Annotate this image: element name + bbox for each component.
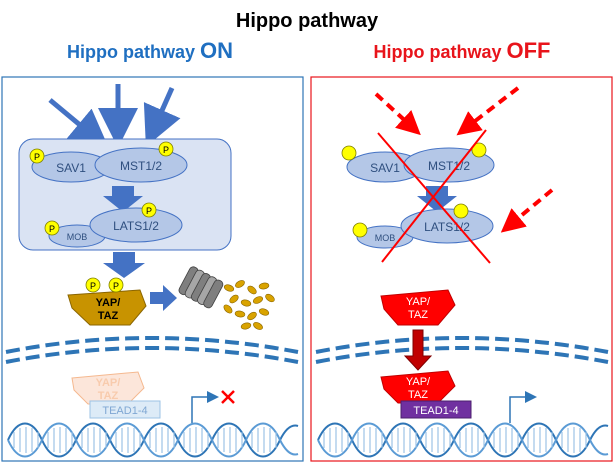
off-panel-border bbox=[310, 76, 613, 462]
off-heading: Hippo pathway OFF bbox=[373, 38, 550, 63]
on-heading-state: ON bbox=[200, 38, 233, 63]
off-lats bbox=[400, 208, 494, 244]
on-tead bbox=[89, 400, 161, 419]
on-mst-label: MST1/2 bbox=[120, 159, 162, 173]
svg-text:P: P bbox=[90, 281, 96, 291]
on-nuc-yap-label-1: YAP/ bbox=[96, 377, 121, 389]
proteasome-icon bbox=[178, 266, 224, 309]
on-sav1-label: SAV1 bbox=[56, 161, 86, 175]
on-phospho-mst: P bbox=[158, 141, 174, 157]
off-unphospho-site-1 bbox=[341, 145, 357, 161]
off-tead-label: TEAD1-4 bbox=[413, 405, 458, 417]
off-nuc-yap-label-2: TAZ bbox=[408, 389, 428, 401]
on-yap-label-2: TAZ bbox=[98, 310, 119, 322]
on-lats-label: LATS1/2 bbox=[113, 219, 159, 233]
diagram-title: Hippo pathway bbox=[236, 10, 379, 32]
on-phospho-yap-2: P bbox=[108, 277, 124, 293]
on-mob-label: MOB bbox=[67, 232, 88, 242]
on-yap-taz-phospho bbox=[67, 289, 147, 326]
off-unphospho-site-4 bbox=[453, 203, 469, 219]
inactivation-cross-icon bbox=[377, 129, 491, 264]
off-dna-helix bbox=[317, 422, 609, 458]
svg-text:P: P bbox=[113, 281, 119, 291]
degraded-protein-fragments-icon bbox=[223, 280, 275, 330]
off-transcription-start-arrow bbox=[509, 391, 537, 423]
on-nuc-yap-label-2: TAZ bbox=[98, 390, 119, 402]
on-nuclear-membrane bbox=[5, 336, 299, 364]
off-blocked-signal-arrows bbox=[374, 86, 554, 233]
on-yap-label-1: YAP/ bbox=[96, 297, 121, 309]
on-heading-prefix: Hippo pathway bbox=[67, 42, 200, 62]
off-mst-to-lats-arrow bbox=[417, 186, 457, 212]
off-mst-label: MST1/2 bbox=[428, 159, 470, 173]
svg-text:P: P bbox=[146, 206, 152, 216]
svg-text:P: P bbox=[163, 145, 169, 155]
off-unphospho-site-2 bbox=[471, 142, 487, 158]
off-nuc-yap-label-1: YAP/ bbox=[406, 376, 431, 388]
on-transcription-start-arrow bbox=[191, 391, 219, 423]
on-incoming-signal-arrows bbox=[48, 84, 181, 150]
on-phospho-yap-1: P bbox=[85, 277, 101, 293]
svg-text:P: P bbox=[49, 224, 55, 234]
on-phospho-sav1: P bbox=[29, 148, 45, 164]
off-heading-state: OFF bbox=[507, 38, 551, 63]
off-yap-nuclear-translocation-arrow bbox=[403, 329, 433, 371]
on-tead-label: TEAD1-4 bbox=[102, 405, 147, 417]
on-dna-helix bbox=[7, 422, 299, 458]
off-lats-label: LATS1/2 bbox=[424, 220, 470, 234]
on-lats-to-yap-arrow bbox=[103, 252, 145, 278]
off-tead bbox=[400, 400, 472, 419]
on-yap-to-degradation-arrow bbox=[150, 285, 177, 311]
on-mst bbox=[94, 147, 188, 183]
off-sav1-label: SAV1 bbox=[370, 161, 400, 175]
off-nuclear-membrane bbox=[315, 336, 609, 364]
off-mob-label: MOB bbox=[375, 233, 396, 243]
on-mst-to-lats-arrow bbox=[103, 186, 143, 212]
transcription-blocked-x-icon bbox=[221, 390, 235, 404]
off-yap-label-1: YAP/ bbox=[406, 296, 431, 308]
on-lats bbox=[89, 207, 183, 243]
off-unphospho-site-3 bbox=[352, 222, 368, 238]
on-heading: Hippo pathway ON bbox=[67, 38, 233, 63]
svg-text:P: P bbox=[34, 152, 40, 162]
on-phospho-mob: P bbox=[44, 220, 60, 236]
off-mst bbox=[403, 147, 495, 183]
on-phospho-lats: P bbox=[141, 202, 157, 218]
off-yap-label-2: TAZ bbox=[408, 309, 428, 321]
off-yap-taz-cytoplasm bbox=[380, 289, 456, 326]
off-heading-prefix: Hippo pathway bbox=[373, 42, 506, 62]
